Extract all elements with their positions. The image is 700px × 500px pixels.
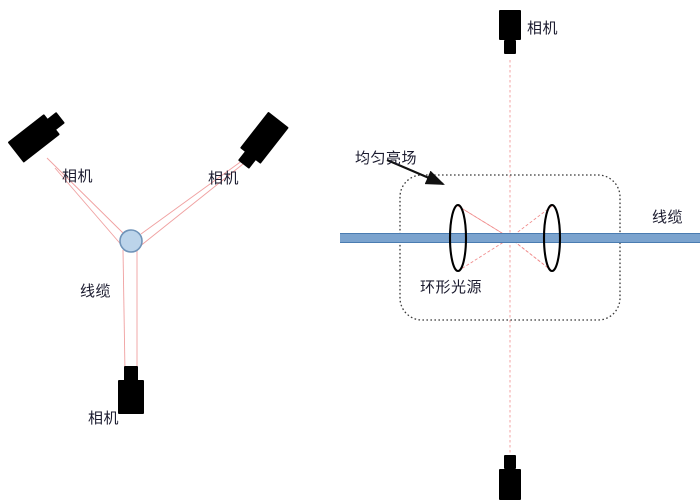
label-ring-light-source: 环形光源 (420, 280, 483, 296)
ring-lens-right (542, 203, 562, 273)
label-cable-left: 线缆 (80, 284, 112, 300)
right-panel-group (340, 10, 700, 500)
camera-bottom-up (499, 455, 521, 500)
cable-cross-section-circle (119, 229, 143, 253)
uniform-bright-field-enclosure (399, 174, 621, 321)
label-uniform-bright-field: 均匀亮场 (355, 151, 418, 167)
camera-top-down (499, 10, 521, 54)
label-camera-top-right: 相机 (208, 171, 240, 187)
label-cable-right: 线缆 (652, 210, 684, 226)
camera-upper-left (8, 112, 65, 163)
label-camera-top-left: 相机 (62, 169, 94, 185)
label-camera-top: 相机 (527, 21, 559, 37)
camera-upper-right (238, 112, 289, 169)
left-panel-group (8, 112, 289, 414)
beam-lower (122, 249, 138, 373)
beam-upper-right (138, 154, 251, 248)
beam-upper-left (46, 157, 125, 249)
camera-lower (118, 366, 144, 414)
bright-field-annotation-arrow (386, 159, 445, 185)
ring-lens-left (448, 203, 468, 273)
label-camera-bottom: 相机 (88, 411, 120, 427)
light-ray-bundle (457, 205, 553, 272)
